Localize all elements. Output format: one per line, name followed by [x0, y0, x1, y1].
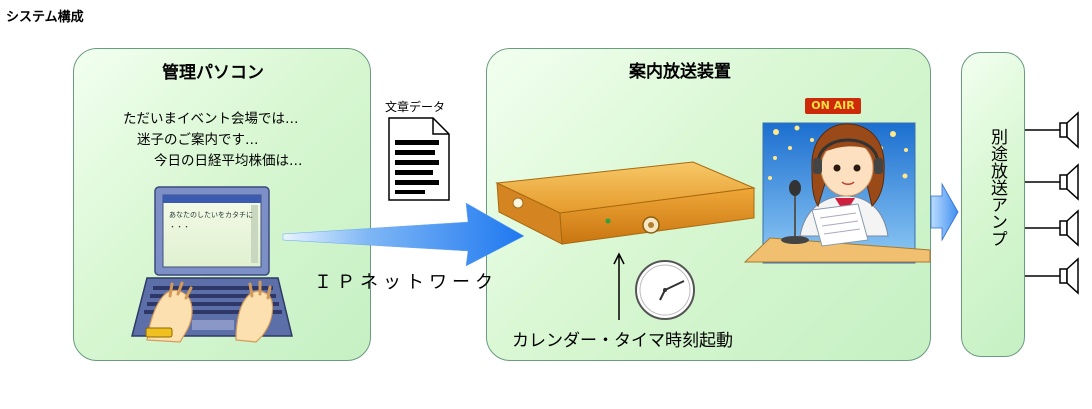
speaker-icons: [1025, 111, 1079, 295]
amp-arrow: [930, 182, 959, 242]
message-line: 迷子のご案内です…: [137, 132, 259, 148]
document-icon: [388, 117, 450, 201]
speaker-icon: [1025, 257, 1079, 295]
message-line: ただいまイベント会場では…: [123, 111, 299, 127]
page-title: システム構成: [6, 10, 84, 25]
network-arrow: [282, 202, 525, 267]
laptop-screen-dots: ・・・: [169, 223, 190, 231]
broadcast-device-icon: [495, 161, 756, 245]
amp-label: 別途放送アンプ: [987, 128, 1007, 247]
device-panel-title: 案内放送装置: [629, 62, 731, 82]
document-label: 文章データ: [385, 100, 446, 114]
network-label: ＩＰネットワーク: [314, 272, 498, 293]
calendar-timer-label: カレンダー・タイマ時刻起動: [512, 331, 733, 351]
onair-sign: ON AIR: [805, 98, 861, 114]
speaker-icon: [1025, 209, 1079, 247]
announcer-illustration: [743, 122, 931, 264]
amp-panel: [961, 52, 1025, 357]
laptop-screen-text: あなたのしたいをカタチに ・・・: [169, 210, 253, 232]
speaker-icon: [1025, 163, 1079, 201]
trigger-arrow: [613, 252, 625, 320]
message-line: 今日の日経平均株価は…: [154, 153, 303, 169]
laptop-screen-line: あなたのしたいをカタチに: [169, 211, 253, 219]
pc-panel-title: 管理パソコン: [162, 63, 264, 83]
clock-icon: [635, 260, 695, 320]
typing-hands: [145, 280, 274, 343]
speaker-icon: [1025, 111, 1079, 149]
